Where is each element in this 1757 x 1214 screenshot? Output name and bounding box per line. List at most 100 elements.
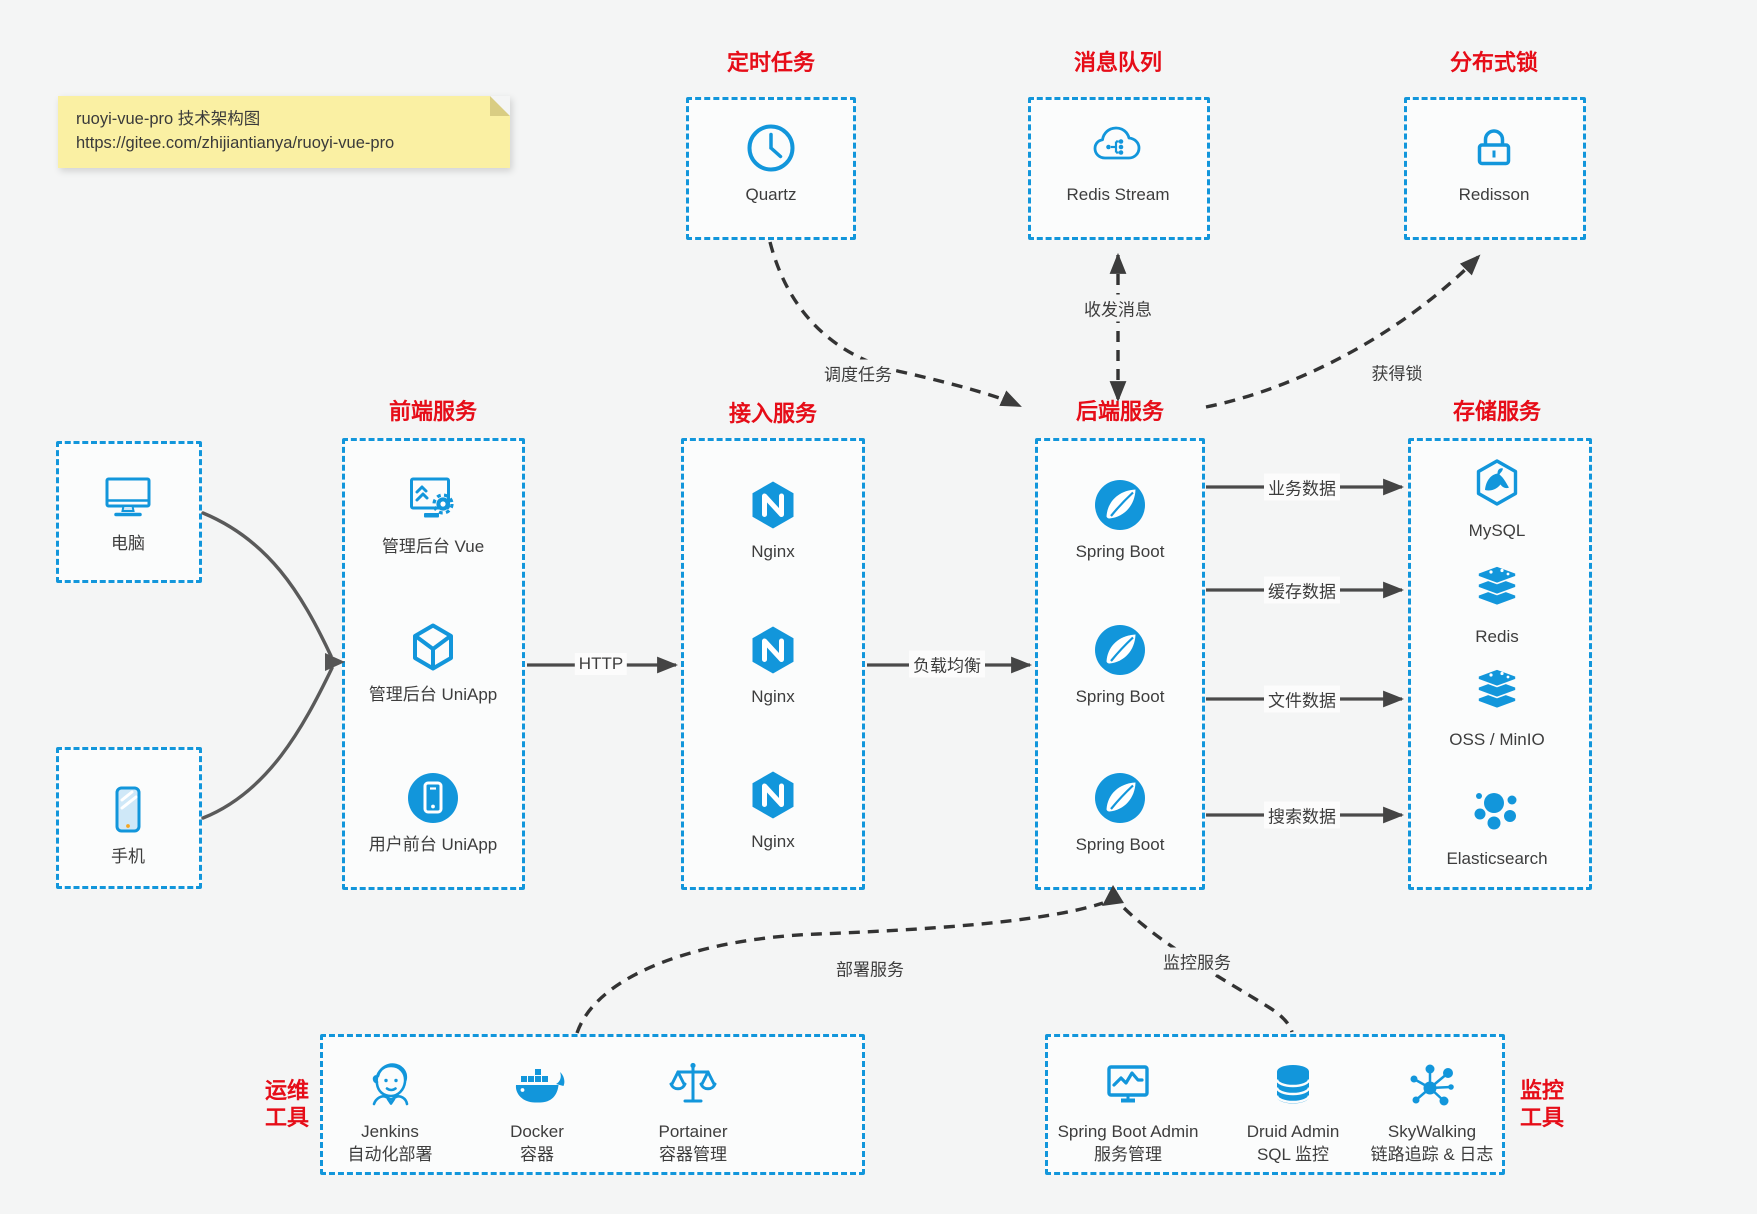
edge-label-http: HTTP bbox=[574, 653, 628, 675]
deploy-service-line bbox=[575, 901, 1104, 1034]
node-desc: 自动化部署 bbox=[347, 1145, 433, 1164]
cloud-queue-icon bbox=[1093, 126, 1141, 160]
edge-label-acquire-lock: 获得锁 bbox=[1367, 358, 1427, 386]
phone-icon bbox=[115, 786, 141, 833]
node-jenkins: Jenkins 自动化部署 bbox=[290, 1057, 490, 1166]
node-label: SkyWalking bbox=[1388, 1120, 1476, 1143]
storage-box bbox=[1408, 438, 1592, 890]
node-springboot-1: Spring Boot bbox=[1020, 477, 1220, 563]
node-label: Nginx bbox=[751, 832, 795, 851]
note-fold-corner bbox=[490, 96, 510, 116]
edge-label-monitor-service: 监控服务 bbox=[1159, 947, 1235, 975]
edge-label-deploy-service: 部署服务 bbox=[832, 954, 908, 982]
edge-label-schedule-task: 调度任务 bbox=[820, 359, 896, 387]
node-label: Portainer bbox=[659, 1120, 728, 1143]
node-label: Elasticsearch bbox=[1446, 849, 1548, 868]
devops-box bbox=[320, 1034, 865, 1175]
group-title-storage: 存储服务 bbox=[1452, 399, 1542, 424]
spring-boot-icon bbox=[1095, 625, 1145, 675]
node-user-uniapp: 用户前台 UniApp bbox=[333, 770, 533, 856]
node-docker: Docker 容器 bbox=[437, 1057, 637, 1166]
node-desc: 容器管理 bbox=[659, 1145, 727, 1164]
group-title-mq: 消息队列 bbox=[1073, 50, 1163, 75]
note-url: https://gitee.com/zhijiantianya/ruoyi-vu… bbox=[76, 134, 395, 152]
node-name: Jenkins bbox=[361, 1122, 419, 1141]
docker-icon bbox=[515, 1069, 565, 1103]
sticky-note: ruoyi-vue-pro 技术架构图 https://gitee.com/zh… bbox=[58, 96, 510, 168]
lock-icon bbox=[1477, 129, 1511, 166]
node-label: 电脑 bbox=[111, 534, 145, 553]
jenkins-icon bbox=[372, 1063, 409, 1106]
node-label: Spring Boot bbox=[1075, 542, 1165, 561]
note-title: ruoyi-vue-pro 技术架构图 bbox=[76, 110, 261, 128]
group-title-gateway: 接入服务 bbox=[728, 401, 818, 426]
node-label: OSS / MinIO bbox=[1449, 730, 1545, 749]
monitor-title-line1: 监控 bbox=[1519, 1078, 1565, 1103]
admin-dashboard-icon bbox=[410, 477, 454, 518]
node-name: Spring Boot Admin bbox=[1057, 1122, 1199, 1141]
node-label: Spring Boot bbox=[1075, 687, 1165, 706]
node-nginx-2: Nginx bbox=[673, 622, 873, 708]
schedule-task-line bbox=[768, 241, 1022, 408]
edge-label-cache-data: 缓存数据 bbox=[1264, 576, 1340, 604]
node-label: Redis bbox=[1475, 627, 1519, 646]
deploy-arrowhead bbox=[1102, 885, 1124, 906]
node-desc: SQL 监控 bbox=[1256, 1145, 1330, 1164]
nginx-icon bbox=[752, 626, 794, 674]
frontend-arrowhead bbox=[325, 653, 345, 671]
node-label: Nginx bbox=[751, 542, 795, 561]
scales-icon bbox=[669, 1062, 717, 1103]
node-name: Docker bbox=[510, 1122, 564, 1141]
mobile-app-circle-icon bbox=[408, 773, 458, 823]
monitor-title-line2: 工具 bbox=[1519, 1105, 1565, 1130]
node-label: Spring Boot bbox=[1075, 835, 1165, 854]
spring-boot-icon bbox=[1095, 773, 1145, 823]
node-desc: 容器 bbox=[520, 1145, 554, 1164]
group-title-monitor: 监控 工具 bbox=[1520, 1077, 1564, 1131]
edge-label-send-receive: 收发消息 bbox=[1080, 294, 1156, 322]
group-title-devops: 运维 工具 bbox=[265, 1077, 309, 1131]
devops-title-line1: 运维 bbox=[264, 1078, 310, 1103]
node-springboot-3: Spring Boot bbox=[1020, 770, 1220, 856]
node-label: 用户前台 UniApp bbox=[368, 835, 498, 854]
node-label: Redisson bbox=[1458, 185, 1530, 204]
edge-label-business-data: 业务数据 bbox=[1264, 473, 1340, 501]
spring-boot-icon bbox=[1095, 480, 1145, 530]
node-springboot-2: Spring Boot bbox=[1020, 622, 1220, 708]
node-oss-minio: OSS / MinIO bbox=[1397, 665, 1597, 751]
edge-label-file-data: 文件数据 bbox=[1264, 685, 1340, 713]
node-nginx-3: Nginx bbox=[673, 767, 873, 853]
node-label: Druid Admin bbox=[1247, 1120, 1340, 1143]
monitor-service-line bbox=[1122, 906, 1294, 1033]
lock-box bbox=[1404, 97, 1586, 240]
node-label: 管理后台 Vue bbox=[381, 537, 485, 556]
node-redisson: Redisson bbox=[1394, 120, 1594, 206]
node-desc: 服务管理 bbox=[1094, 1145, 1162, 1164]
group-title-lock: 分布式锁 bbox=[1449, 50, 1539, 75]
node-label: MySQL bbox=[1468, 521, 1526, 540]
desktop-icon bbox=[105, 477, 151, 517]
mysql-icon bbox=[1476, 459, 1518, 506]
node-quartz: Quartz bbox=[671, 120, 871, 206]
uniapp-cube-icon bbox=[413, 623, 453, 671]
node-label: Jenkins bbox=[361, 1120, 419, 1143]
node-redis-stream: Redis Stream bbox=[1018, 120, 1218, 206]
group-title-scheduled: 定时任务 bbox=[726, 50, 816, 75]
node-redis: Redis bbox=[1397, 562, 1597, 648]
nginx-icon bbox=[752, 481, 794, 529]
object-storage-stack-icon bbox=[1477, 668, 1517, 710]
clock-icon bbox=[747, 124, 795, 172]
node-admin-uniapp: 管理后台 UniApp bbox=[333, 620, 533, 706]
redis-stack-icon bbox=[1477, 565, 1517, 607]
node-label: Spring Boot Admin bbox=[1058, 1120, 1199, 1143]
node-name: SkyWalking bbox=[1387, 1122, 1477, 1141]
node-label: 管理后台 UniApp bbox=[368, 685, 498, 704]
database-icon bbox=[1275, 1065, 1311, 1104]
node-name: Portainer bbox=[658, 1122, 728, 1141]
node-label: Quartz bbox=[745, 185, 797, 204]
node-springboot-admin: Spring Boot Admin 服务管理 bbox=[1028, 1057, 1228, 1166]
phone-to-frontend-line bbox=[201, 666, 334, 820]
network-hub-icon bbox=[1410, 1064, 1454, 1106]
node-druid-admin: Druid Admin SQL 监控 bbox=[1193, 1057, 1393, 1166]
